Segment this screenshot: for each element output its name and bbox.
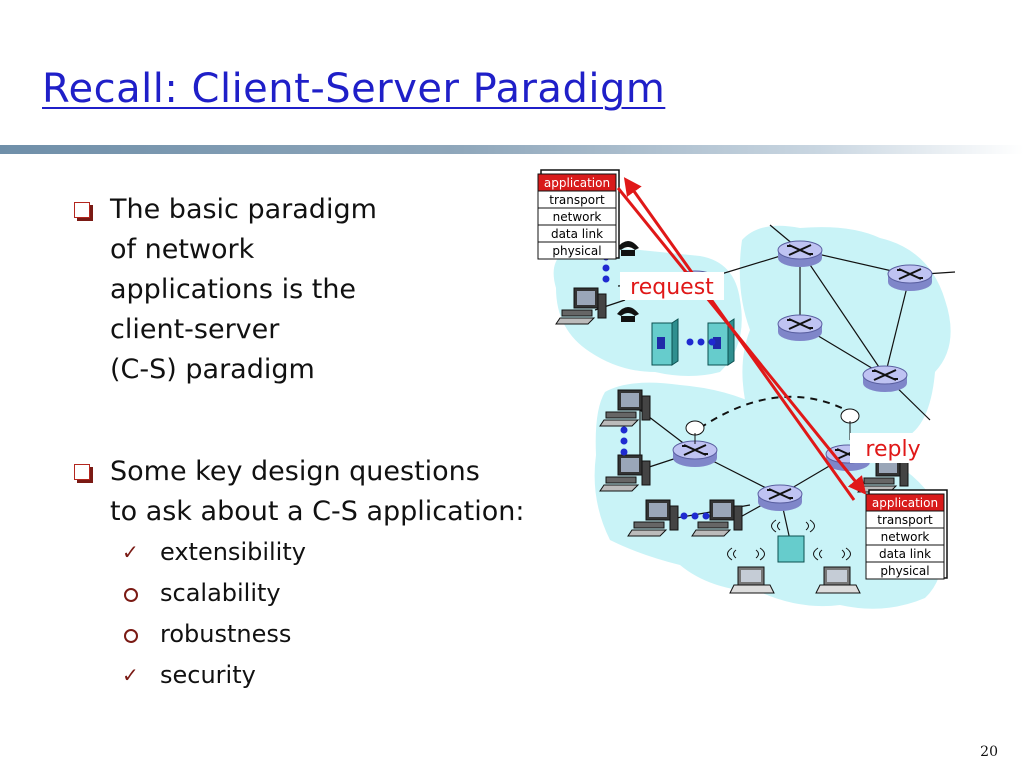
satellite-dish-icon [685,420,705,444]
stack-layer-label: data link [879,547,931,561]
bullet-item-design-questions: Some key design questions to ask about a… [70,452,524,696]
stack-layer-label: application [872,496,938,510]
server-protocol-stack: application transport network data link … [865,489,948,580]
router-icon [672,440,718,468]
checkmark-icon: ✓ [122,663,139,687]
router-icon [757,484,803,512]
wireless-signal-icon [727,519,851,561]
stack-layer-label: data link [551,227,603,241]
wireless-access-point-icon [777,535,805,563]
stack-layer-label: application [544,176,610,190]
bullet-line: to ask about a C-S application: [110,496,525,527]
sub-item-security: ✓ security [70,655,524,696]
stack-layer-label: physical [880,564,929,578]
reply-label-box: reply [850,433,936,463]
checkmark-icon: ✓ [122,540,139,564]
bullet-item-paradigm: The basic paradigm of network applicatio… [70,190,610,390]
bullet-item-design-questions-text: Some key design questions to ask about a… [70,452,524,532]
sub-item-label: robustness [160,620,292,648]
request-label: request [630,275,714,300]
sub-item-label: extensibility [160,538,306,566]
stack-layer-label: transport [549,193,605,207]
client-protocol-stack: application transport network data link … [537,169,620,260]
server-icon [651,318,679,366]
request-label-box: request [620,272,724,300]
bullet-line: The basic paradigm [110,194,377,225]
page-number: 20 [980,744,998,760]
reply-label: reply [865,437,920,462]
stack-layer-label: network [881,530,930,544]
router-icon [777,314,823,342]
router-icon [777,240,823,268]
bullet-box-icon [74,464,90,480]
stack-layer-label: transport [877,513,933,527]
stack-layer-label: physical [552,244,601,258]
bullet-line: client-server [110,314,280,345]
sub-item-label: scalability [160,579,281,607]
reply-arrow [623,177,856,501]
sub-item-robustness: robustness [70,614,524,655]
title-divider [0,145,1024,154]
stack-layer-label: network [553,210,602,224]
ellipsis-dots [602,253,716,520]
satellite-link [699,395,851,429]
circle-bullet-icon [124,588,138,602]
bullet-line: (C-S) paradigm [110,354,315,385]
slide-title: Recall: Client-Server Paradigm [42,66,666,112]
bullet-box-icon [74,202,90,218]
sub-item-scalability: scalability [70,573,524,614]
sub-item-extensibility: ✓ extensibility [70,532,524,573]
bullet-line: of network [110,234,255,265]
circle-bullet-icon [124,629,138,643]
network-diagram: application transport network data link … [537,169,956,609]
bullet-list: The basic paradigm of network applicatio… [70,190,610,689]
bullet-line: applications is the [110,274,357,305]
bullet-line: Some key design questions [110,456,480,487]
router-icon [887,264,933,292]
router-icon [862,365,908,393]
sub-item-label: security [160,661,256,689]
